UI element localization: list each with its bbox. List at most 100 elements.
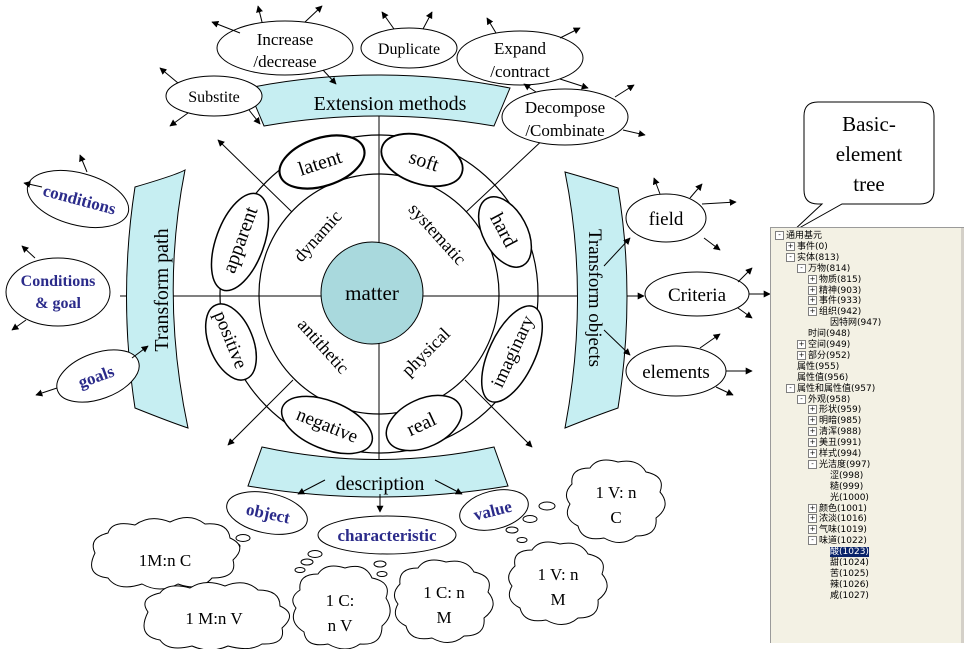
tree-node-label[interactable]: 味道(1022)	[819, 536, 867, 547]
tree-node-label[interactable]: 糙(999)	[830, 481, 864, 492]
cloud-1m-nv: 1 M:n V	[143, 582, 290, 649]
collapse-icon[interactable]: -	[808, 459, 817, 469]
tree-node[interactable]: 糙(999)	[819, 482, 863, 492]
expand-icon[interactable]: +	[808, 427, 817, 437]
tree-node[interactable]: 属性(955)	[786, 362, 839, 372]
tree-node-label[interactable]: 因特网(947)	[830, 318, 882, 329]
tree-scrollbar[interactable]	[961, 228, 964, 643]
tree-node-label[interactable]: 咸(1027)	[830, 590, 869, 601]
tree-node[interactable]: -通用基元	[775, 231, 822, 241]
diagonal-arrows	[217, 134, 549, 448]
tree-node[interactable]: 属性值(956)	[786, 373, 848, 383]
tree-node[interactable]: +部分(952)	[797, 350, 851, 361]
tree-node[interactable]: +精神(903)	[808, 285, 862, 296]
expand-icon[interactable]: +	[808, 274, 817, 284]
collapse-icon[interactable]: -	[797, 263, 806, 273]
tree-node-label[interactable]: 属性(955)	[797, 361, 840, 372]
tree-node-label[interactable]: 形状(959)	[819, 405, 862, 416]
tree-node-label[interactable]: 浓淡(1016)	[819, 514, 867, 525]
collapse-icon[interactable]: -	[808, 536, 817, 546]
tree-node-label[interactable]: 样式(994)	[819, 449, 862, 459]
tree-node-label[interactable]: 辣(1026)	[830, 579, 869, 590]
tree-node-label[interactable]: 外观(958)	[808, 394, 851, 405]
tree-node[interactable]: -外观(958)	[797, 394, 851, 405]
tree-node-label[interactable]: 颜色(1001)	[819, 503, 867, 514]
expand-icon[interactable]: +	[808, 449, 817, 458]
collapse-icon[interactable]: -	[775, 231, 784, 240]
expand-icon[interactable]: +	[808, 514, 817, 524]
tree-node[interactable]: +颜色(1001)	[808, 503, 867, 514]
tree-node-label[interactable]: 清浑(988)	[819, 427, 862, 438]
expand-icon[interactable]: +	[797, 340, 806, 349]
tree-node[interactable]: -味道(1022)	[808, 536, 867, 546]
tree-node[interactable]: 苦(1025)	[819, 569, 869, 579]
tree-node[interactable]: 因特网(947)	[819, 318, 881, 328]
tree-node[interactable]: +样式(994)	[808, 449, 861, 459]
expand-icon[interactable]: +	[808, 285, 817, 295]
tree-node-label[interactable]: 美丑(991)	[819, 438, 862, 449]
expand-icon[interactable]: +	[808, 405, 817, 415]
expand-icon[interactable]: +	[797, 350, 806, 360]
tree-node-label[interactable]: 组织(942)	[819, 307, 862, 318]
tree-node[interactable]: 辣(1026)	[819, 580, 869, 590]
tree-node[interactable]: +事件(933)	[808, 296, 861, 306]
basic-element-tree-panel[interactable]: -通用基元+事件(0)-实体(813)-万物(814)+物质(815)+精神(9…	[770, 227, 964, 643]
tree-node[interactable]: 咸(1027)	[819, 591, 869, 601]
tree-node[interactable]: +美丑(991)	[808, 438, 861, 448]
tree-node-label[interactable]: 万物(814)	[808, 263, 851, 274]
expand-icon[interactable]: +	[808, 503, 817, 513]
tree-node-label[interactable]: 实体(813)	[797, 252, 840, 263]
tree-node[interactable]: 甜(1024)	[819, 558, 869, 568]
tree-node[interactable]: +浓淡(1016)	[808, 514, 867, 524]
tree-node[interactable]: +事件(0)	[786, 241, 828, 252]
expand-icon[interactable]: +	[808, 525, 817, 535]
tree-node-label[interactable]: 明暗(985)	[819, 416, 862, 427]
svg-text:Extension methods: Extension methods	[314, 93, 467, 115]
ext-increase-line2: /decrease	[253, 52, 316, 71]
tree-node-label[interactable]: 光洁度(997)	[819, 459, 871, 470]
tree-node[interactable]: +明暗(985)	[808, 416, 861, 426]
tree-node-label[interactable]: 通用基元	[786, 231, 823, 241]
tree-node-label[interactable]: 时间(948)	[808, 329, 851, 340]
tree-node[interactable]: 时间(948)	[797, 329, 850, 339]
tree-node-label[interactable]: 酸(1023)	[830, 547, 869, 558]
tree-node[interactable]: -光洁度(997)	[808, 459, 871, 470]
tree-node-label[interactable]: 部分(952)	[808, 350, 851, 361]
expand-icon[interactable]: +	[786, 241, 795, 251]
tree-node-label[interactable]: 属性值(956)	[797, 372, 849, 383]
tree-node-label[interactable]: 精神(903)	[819, 285, 862, 296]
tree-node[interactable]: -属性和属性值(957)	[786, 383, 876, 394]
ext-oval-duplicate: Duplicate	[360, 27, 458, 69]
tree-node-label[interactable]: 物质(815)	[819, 274, 862, 285]
tree-node[interactable]: +组织(942)	[808, 307, 861, 317]
tree-node-label[interactable]: 涩(998)	[830, 470, 864, 481]
tree-node-label[interactable]: 属性和属性值(957)	[797, 383, 876, 394]
collapse-icon[interactable]: -	[786, 383, 795, 393]
tree-node[interactable]: -实体(813)	[786, 252, 840, 263]
tree-node-label[interactable]: 空间(949)	[808, 340, 851, 350]
tree-node[interactable]: +清浑(988)	[808, 427, 861, 437]
tree-node-label[interactable]: 气味(1019)	[819, 525, 867, 536]
expand-icon[interactable]: +	[808, 296, 817, 306]
collapse-icon[interactable]: -	[797, 394, 806, 404]
tree-node-label[interactable]: 苦(1025)	[830, 568, 869, 579]
svg-text:characteristic: characteristic	[337, 526, 437, 545]
tree-node-label[interactable]: 事件(0)	[797, 241, 828, 252]
tree-node[interactable]: 光(1000)	[819, 493, 869, 503]
expand-icon[interactable]: +	[808, 438, 817, 448]
tree-node[interactable]: +气味(1019)	[808, 525, 867, 535]
tree-node[interactable]: +空间(949)	[797, 340, 850, 350]
tree-node-label[interactable]: 光(1000)	[830, 492, 869, 503]
tree-node[interactable]: +形状(959)	[808, 405, 861, 415]
expand-icon[interactable]: +	[808, 416, 817, 426]
tree-node[interactable]: +物质(815)	[808, 274, 862, 285]
tree-node-label[interactable]: 甜(1024)	[830, 558, 869, 568]
collapse-icon[interactable]: -	[786, 252, 795, 262]
tree-node[interactable]: 涩(998)	[819, 471, 863, 481]
tree-node[interactable]: -万物(814)	[797, 263, 851, 274]
tree-node[interactable]: 酸(1023)	[819, 547, 869, 558]
tree-node-label[interactable]: 事件(933)	[819, 296, 862, 307]
expand-icon[interactable]: +	[808, 307, 817, 317]
